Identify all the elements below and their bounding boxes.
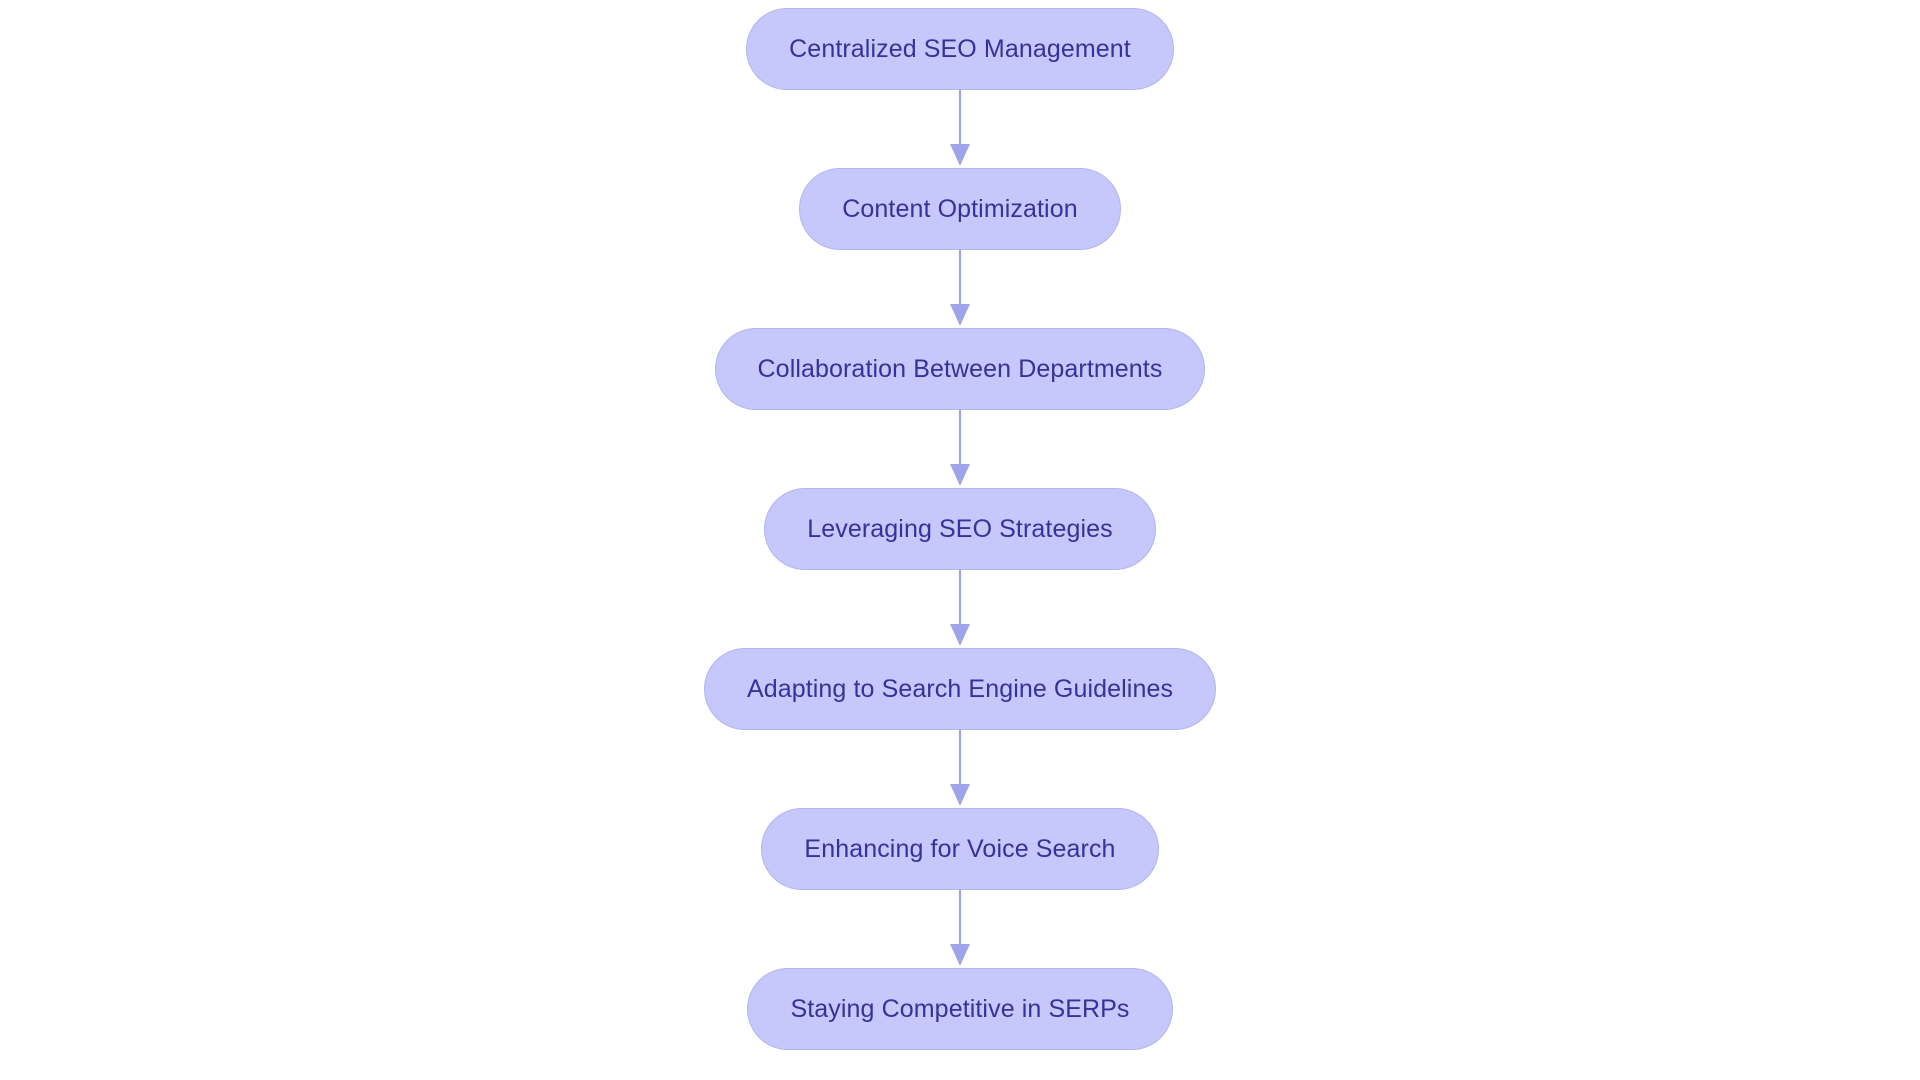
flow-node-label: Collaboration Between Departments bbox=[757, 354, 1163, 383]
flow-node-label: Centralized SEO Management bbox=[789, 34, 1131, 63]
flow-node-label: Content Optimization bbox=[842, 194, 1078, 223]
flow-node-collaboration-between-departments[interactable]: Collaboration Between Departments bbox=[714, 328, 1206, 410]
arrowhead-down-icon bbox=[950, 944, 970, 966]
flow-edge-n6-n7 bbox=[940, 890, 980, 968]
flow-edge-n2-n3 bbox=[940, 250, 980, 328]
flow-node-leveraging-seo-strategies[interactable]: Leveraging SEO Strategies bbox=[764, 488, 1156, 570]
flow-node-label: Leveraging SEO Strategies bbox=[807, 514, 1113, 543]
flow-node-staying-competitive-in-serps[interactable]: Staying Competitive in SERPs bbox=[747, 968, 1173, 1050]
flow-edge-n5-n6 bbox=[940, 730, 980, 808]
arrowhead-down-icon bbox=[950, 784, 970, 806]
flow-node-enhancing-for-voice-search[interactable]: Enhancing for Voice Search bbox=[761, 808, 1159, 890]
flow-node-content-optimization[interactable]: Content Optimization bbox=[799, 168, 1121, 250]
arrowhead-down-icon bbox=[950, 304, 970, 326]
arrowhead-down-icon bbox=[950, 144, 970, 166]
flow-node-centralized-seo-management[interactable]: Centralized SEO Management bbox=[746, 8, 1174, 90]
arrowhead-down-icon bbox=[950, 624, 970, 646]
flow-edge-n4-n5 bbox=[940, 570, 980, 648]
arrowhead-down-icon bbox=[950, 464, 970, 486]
flow-node-label: Adapting to Search Engine Guidelines bbox=[746, 674, 1174, 703]
flow-edge-n1-n2 bbox=[940, 90, 980, 168]
flow-node-adapting-to-search-engine-guidelines[interactable]: Adapting to Search Engine Guidelines bbox=[703, 648, 1217, 730]
flow-edge-n3-n4 bbox=[940, 410, 980, 488]
flow-node-label: Staying Competitive in SERPs bbox=[790, 994, 1130, 1023]
flow-node-label: Enhancing for Voice Search bbox=[804, 834, 1116, 863]
